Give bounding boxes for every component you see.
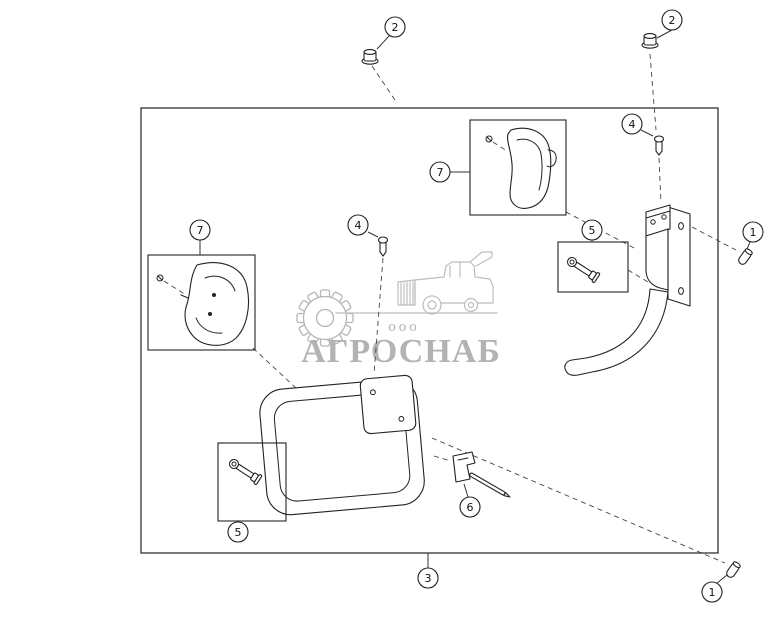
flange-nut-top-right: [641, 33, 659, 49]
callout-3-frame[interactable]: 3: [417, 567, 439, 589]
svg-text:4: 4: [355, 219, 362, 232]
clip-pin-right: [736, 247, 754, 267]
svg-text:5: 5: [589, 224, 596, 237]
callout-4-right[interactable]: 4: [621, 113, 643, 135]
svg-text:1: 1: [709, 586, 716, 599]
callout-5-right[interactable]: 5: [581, 219, 603, 241]
grab-handle-tube: [564, 288, 669, 376]
callout-2-top-right[interactable]: 2: [661, 9, 683, 31]
svg-text:2: 2: [392, 21, 399, 34]
inset-box-screw-bottom: [217, 442, 287, 522]
svg-text:5: 5: [235, 526, 242, 539]
callout-2-top-left[interactable]: 2: [384, 16, 406, 38]
gear-icon: [296, 289, 354, 347]
callout-1-bottom-right[interactable]: 1: [701, 581, 723, 603]
leader-lines: [199, 29, 751, 585]
callout-7-left[interactable]: 7: [189, 219, 211, 241]
svg-text:6: 6: [467, 501, 474, 514]
callout-5-bottom[interactable]: 5: [227, 521, 249, 543]
watermark-name: АГРОСНАБ: [301, 333, 501, 370]
mounting-bracket-assembly: [564, 204, 691, 376]
door-handle-frame: [259, 374, 425, 516]
watermark-prefix: ооо: [388, 319, 420, 335]
tractor-logo: [397, 251, 494, 315]
diagram-frame: [140, 107, 719, 554]
alignment-dashed-lines: [163, 53, 737, 564]
flange-nut-top-left: [361, 49, 379, 65]
callout-6-latch[interactable]: 6: [459, 496, 481, 518]
svg-text:7: 7: [437, 166, 444, 179]
callout-4-center[interactable]: 4: [347, 214, 369, 236]
clip-pin-bottom-right: [724, 560, 742, 580]
callout-7-top[interactable]: 7: [429, 161, 451, 183]
svg-text:7: 7: [197, 224, 204, 237]
callout-1-right[interactable]: 1: [742, 221, 764, 243]
svg-text:3: 3: [425, 572, 432, 585]
handle-pad: [359, 374, 417, 435]
latch-clip: [452, 451, 511, 498]
inset-box-screw-right: [557, 241, 629, 293]
inset-box-cover-left: [147, 254, 256, 351]
push-pin-right: [653, 135, 665, 156]
svg-text:2: 2: [669, 14, 676, 27]
svg-text:1: 1: [750, 226, 757, 239]
inset-box-handle-cover-top: [469, 119, 567, 216]
svg-text:4: 4: [629, 118, 636, 131]
watermark: ооо АГРОСНАБ: [296, 251, 501, 370]
push-pin-center: [377, 236, 389, 257]
